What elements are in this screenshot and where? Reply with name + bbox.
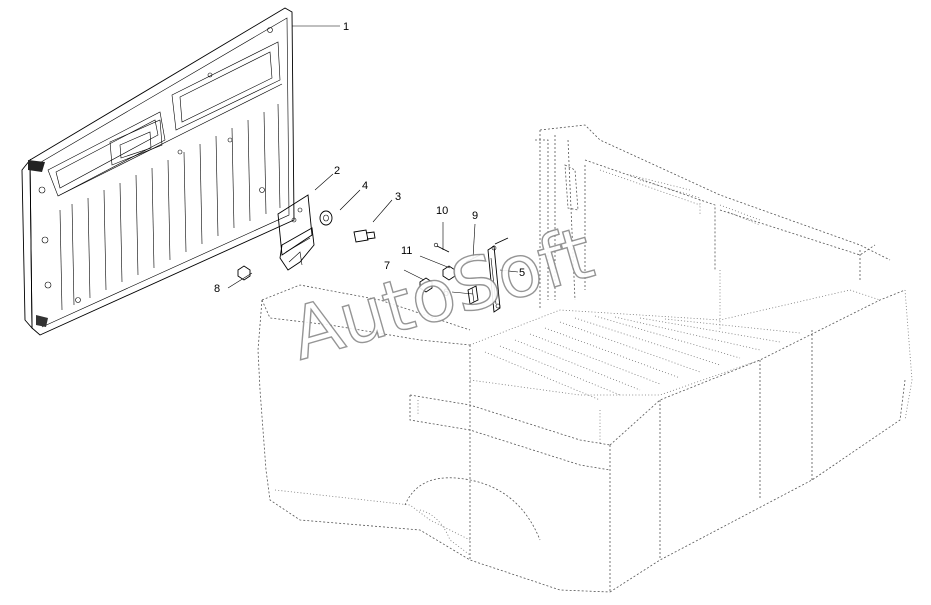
callout-3: 3 — [395, 191, 401, 203]
callout-1: 1 — [343, 21, 349, 33]
callout-labels: 1 2 3 4 5 6 7 8 9 10 11 — [214, 21, 525, 299]
nut — [237, 265, 251, 281]
support-strap — [487, 237, 509, 313]
callout-8: 8 — [214, 283, 220, 295]
callout-10: 10 — [436, 205, 448, 217]
watermark-text: AutoSoft — [282, 210, 602, 376]
bolt — [353, 229, 376, 243]
callout-6: 6 — [443, 287, 449, 299]
callout-4: 4 — [362, 180, 368, 192]
pickup-bed — [257, 124, 913, 593]
callout-2: 2 — [334, 165, 340, 177]
leader-lines — [227, 25, 519, 295]
nut-small — [442, 265, 456, 281]
bushing — [467, 285, 479, 305]
callout-11: 11 — [401, 245, 412, 257]
callout-7: 7 — [384, 260, 390, 272]
tailgate-panel — [21, 7, 295, 336]
washer — [319, 210, 333, 226]
hinge-bracket — [277, 194, 315, 271]
callout-5: 5 — [519, 267, 525, 279]
nut-lower — [419, 277, 433, 293]
callout-9: 9 — [472, 210, 478, 222]
pin-long — [465, 254, 481, 263]
